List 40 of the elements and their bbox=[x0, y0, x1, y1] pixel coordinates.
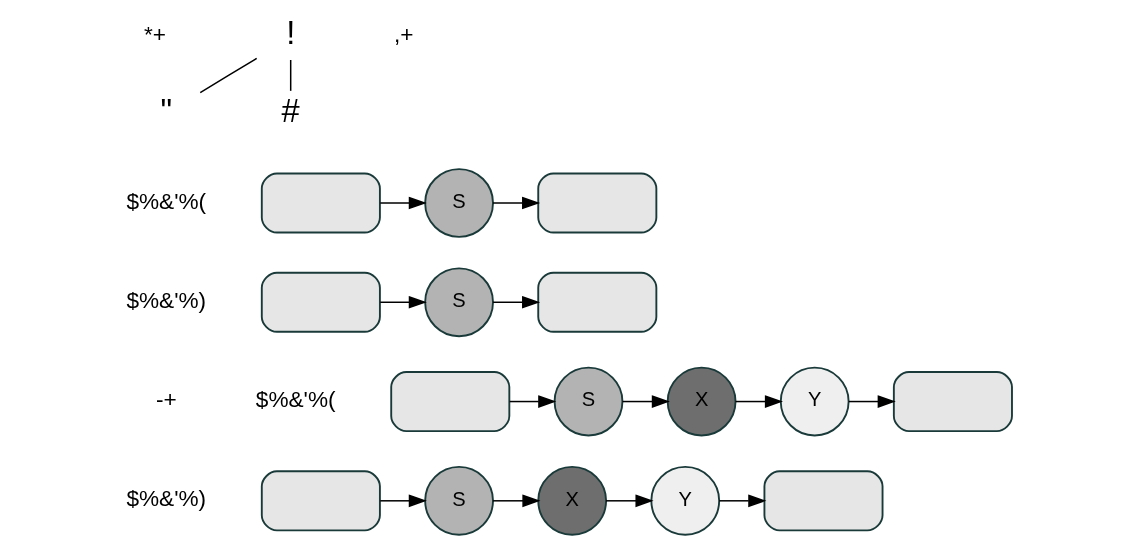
node-cloud bbox=[389, 371, 510, 432]
connector bbox=[199, 57, 257, 94]
arrow bbox=[491, 196, 540, 210]
node-circle: X bbox=[536, 465, 607, 536]
arrow bbox=[379, 494, 427, 508]
node-cloud bbox=[892, 371, 1013, 432]
arrow bbox=[379, 196, 427, 210]
arrow bbox=[604, 494, 654, 508]
arrow bbox=[379, 295, 427, 309]
node-cloud bbox=[763, 470, 883, 532]
node-cloud bbox=[260, 271, 381, 333]
arrow bbox=[508, 395, 556, 408]
arrow bbox=[718, 494, 766, 508]
connector bbox=[289, 59, 291, 92]
node-text: ! bbox=[285, 14, 295, 52]
node-circle: S bbox=[553, 366, 623, 437]
node-circle: S bbox=[423, 168, 494, 238]
node-cloud bbox=[260, 470, 381, 532]
label: $%&'%) bbox=[125, 287, 206, 313]
label: *+ bbox=[143, 22, 166, 48]
arrow bbox=[491, 494, 540, 508]
node-text: # bbox=[281, 92, 300, 130]
arrow bbox=[734, 395, 783, 408]
node-cloud bbox=[536, 271, 657, 333]
node-circle: Y bbox=[649, 465, 720, 536]
node-text: " bbox=[159, 92, 172, 130]
label: ,+ bbox=[393, 22, 414, 48]
label: $%&'%( bbox=[255, 387, 336, 413]
label: $%&'%) bbox=[125, 486, 206, 512]
label: -+ bbox=[155, 387, 177, 413]
label: $%&'%( bbox=[125, 188, 206, 214]
node-circle: X bbox=[666, 366, 736, 437]
node-circle: S bbox=[423, 465, 494, 536]
arrow bbox=[847, 395, 896, 408]
arrow bbox=[491, 295, 540, 309]
node-cloud bbox=[260, 172, 381, 234]
node-cloud bbox=[536, 172, 657, 234]
node-circle: S bbox=[423, 267, 494, 338]
node-circle: Y bbox=[779, 366, 850, 437]
arrow bbox=[621, 395, 670, 408]
